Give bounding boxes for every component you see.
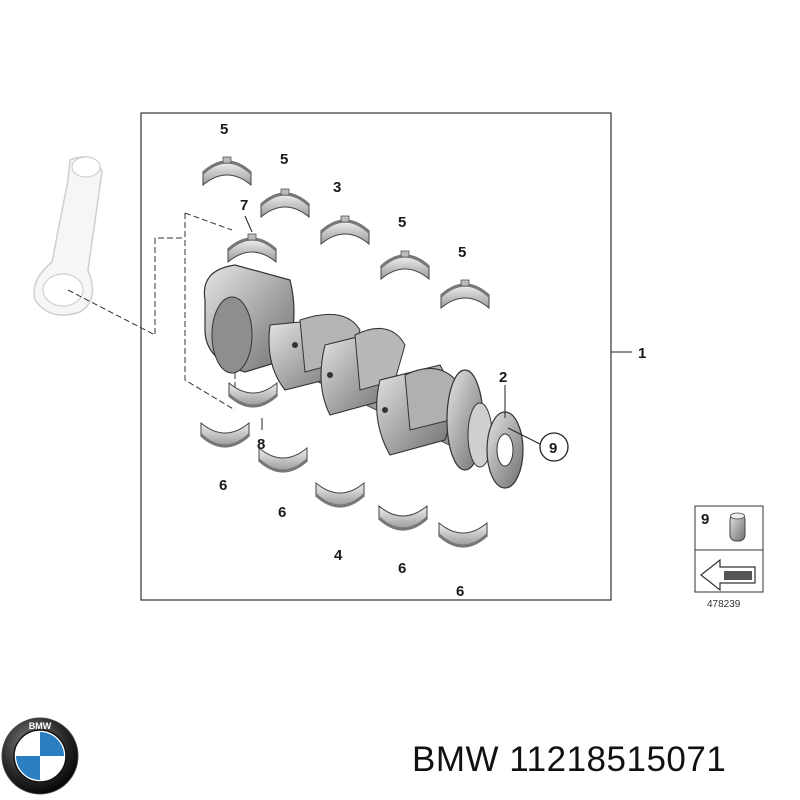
lower-bearing-shell xyxy=(377,504,429,531)
callout-lower-bearing: 6 xyxy=(278,504,286,521)
crankshaft-illustration xyxy=(203,264,524,489)
callout-leaders xyxy=(244,215,632,445)
legend-box: 9 478239 xyxy=(694,505,764,610)
dowel-pin-icon xyxy=(729,512,746,542)
upper-bearing-shell xyxy=(201,155,253,187)
callout-lower-thrust-bearing: 4 xyxy=(334,547,343,564)
callout-upper-conrod-bearing: 7 xyxy=(240,197,248,214)
callout-upper-bearing: 5 xyxy=(220,121,228,138)
part-caption: BMW 11218515071 xyxy=(412,740,726,780)
callout-lower-bearing: 6 xyxy=(219,477,227,494)
logo-lettering: BMW xyxy=(29,721,52,731)
upper-conrod-bearing-shell xyxy=(226,232,278,264)
callout-lower-bearing: 6 xyxy=(398,560,406,577)
callout-upper-bearing: 5 xyxy=(458,244,466,261)
diagram-frame xyxy=(140,112,612,601)
part-number: 11218515071 xyxy=(509,740,727,779)
upper-bearing-shell xyxy=(259,187,311,219)
upper-bearing-shell xyxy=(379,249,431,281)
lower-bearing-shell xyxy=(437,521,489,548)
lower-thrust-bearing-shell xyxy=(314,481,366,508)
callout-gear: 2 xyxy=(499,369,507,386)
lower-bearing-shell xyxy=(257,446,309,473)
legend-reference-number: 478239 xyxy=(707,599,741,610)
callout-lower-conrod-bearing: 8 xyxy=(257,436,265,453)
callout-dowel-pin-circle xyxy=(539,432,569,462)
callout-dowel-pin: 9 xyxy=(549,440,557,457)
upper-bearing-shell xyxy=(439,278,491,310)
callout-upper-thrust-bearing: 3 xyxy=(333,179,341,196)
brand-name: BMW xyxy=(412,740,500,779)
legend-item-number: 9 xyxy=(701,511,709,528)
callout-upper-bearing: 5 xyxy=(280,151,288,168)
connecting-rod-illustration xyxy=(33,156,103,316)
bmw-logo-icon: BMW xyxy=(1,717,79,795)
callout-upper-bearing: 5 xyxy=(398,214,406,231)
upper-thrust-bearing-shell xyxy=(319,214,371,246)
pointer-arrow-icon xyxy=(700,558,756,592)
lower-conrod-bearing-shell xyxy=(227,381,279,408)
lower-bearing-shell xyxy=(199,421,251,448)
callout-lower-bearing: 6 xyxy=(456,583,464,600)
callout-crankshaft: 1 xyxy=(638,345,646,362)
